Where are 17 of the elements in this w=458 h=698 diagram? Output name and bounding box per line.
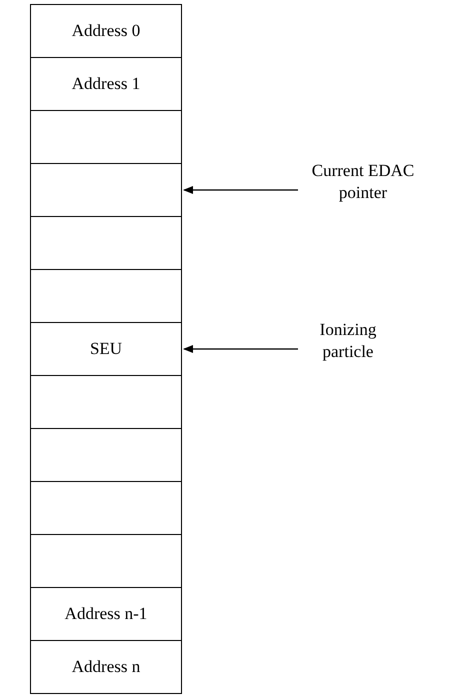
memory-cell (30, 269, 182, 323)
callout-label: Current EDAC pointer (298, 160, 428, 204)
memory-cell: SEU (30, 322, 182, 376)
memory-cell: Address n-1 (30, 587, 182, 641)
arrow (183, 345, 298, 353)
arrow (183, 186, 298, 194)
memory-cell (30, 110, 182, 164)
memory-cell: Address 0 (30, 4, 182, 58)
memory-cell (30, 163, 182, 217)
callout-label: Ionizing particle (298, 319, 398, 363)
memory-cell (30, 216, 182, 270)
memory-cell (30, 481, 182, 535)
memory-cell: Address 1 (30, 57, 182, 111)
memory-cell (30, 534, 182, 588)
memory-cell: Address n (30, 640, 182, 694)
memory-cell (30, 375, 182, 429)
memory-cell (30, 428, 182, 482)
